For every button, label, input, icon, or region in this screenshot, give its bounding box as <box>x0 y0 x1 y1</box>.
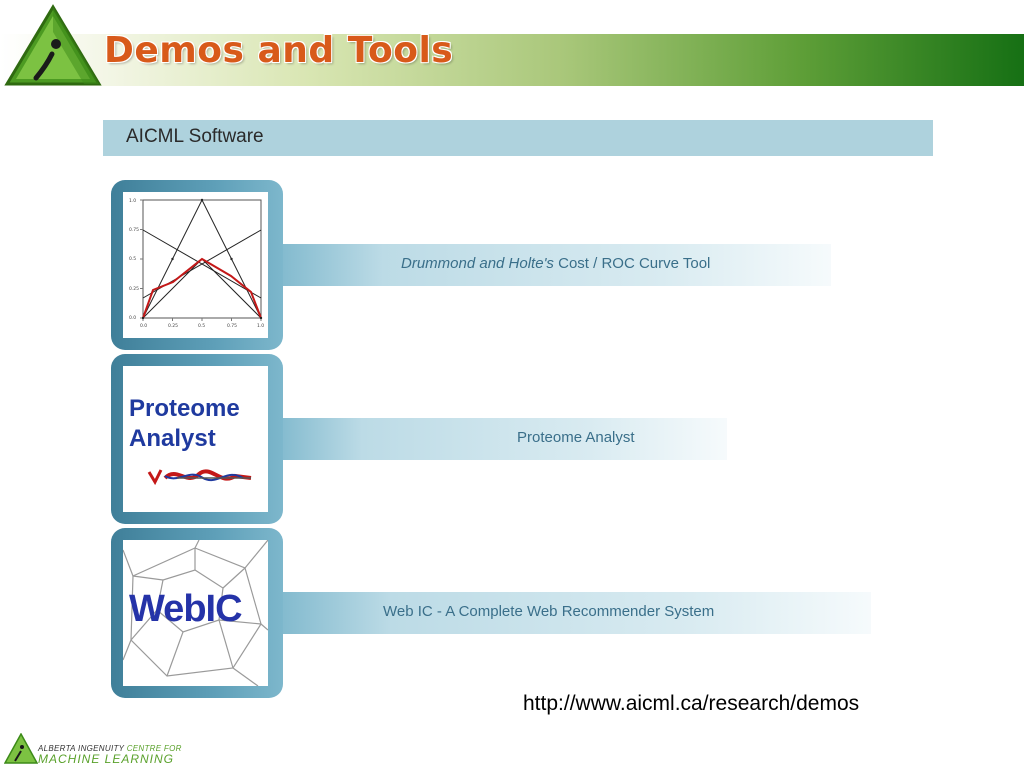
tool-bar[interactable]: Drummond and Holte's Cost / ROC Curve To… <box>271 244 831 286</box>
protein-helix-icon <box>147 469 252 486</box>
aicml-logo-icon <box>4 4 102 86</box>
svg-text:0.5: 0.5 <box>129 256 136 262</box>
footer-org-line1: ALBERTA INGENUITY CENTRE FOR <box>38 744 182 753</box>
aicml-footer-logo-icon <box>4 733 38 764</box>
tool-item-roc[interactable]: Drummond and Holte's Cost / ROC Curve To… <box>111 180 831 350</box>
roc-chart-icon: 0.0 0.25 0.5 0.75 1.0 0.0 0.25 0.5 0.75 … <box>129 198 264 329</box>
tool-thumbnail-frame: Proteome Analyst <box>111 354 283 524</box>
svg-text:1.0: 1.0 <box>129 198 136 204</box>
header-band <box>0 34 1024 86</box>
tool-label-proteome[interactable]: Proteome Analyst <box>517 429 635 446</box>
tool-bar[interactable]: Proteome Analyst <box>271 418 727 460</box>
webic-thumbnail[interactable]: WebIC <box>123 540 268 686</box>
demos-url-link[interactable]: http://www.aicml.ca/research/demos <box>523 692 860 715</box>
svg-text:0.25: 0.25 <box>129 286 139 292</box>
roc-chart-thumbnail[interactable]: 0.0 0.25 0.5 0.75 1.0 0.0 0.25 0.5 0.75 … <box>123 192 268 338</box>
tool-thumbnail-frame: WebIC <box>111 528 283 698</box>
svg-text:0.75: 0.75 <box>129 227 139 233</box>
web-graph-icon <box>123 540 268 686</box>
tool-label-roc[interactable]: Drummond and Holte's Cost / ROC Curve To… <box>401 255 711 272</box>
tool-item-proteome[interactable]: Proteome Analyst Proteome Analyst <box>111 354 811 524</box>
svg-text:0.5: 0.5 <box>198 323 205 329</box>
tool-thumbnail-frame: 0.0 0.25 0.5 0.75 1.0 0.0 0.25 0.5 0.75 … <box>111 180 283 350</box>
section-header: AICML Software <box>103 120 933 156</box>
tool-label-webic[interactable]: Web IC - A Complete Web Recommender Syst… <box>383 603 715 620</box>
svg-text:0.0: 0.0 <box>129 315 136 321</box>
tool-bar[interactable]: Web IC - A Complete Web Recommender Syst… <box>271 592 871 634</box>
proteome-logo-text: Proteome Analyst <box>129 395 240 452</box>
svg-text:1.0: 1.0 <box>257 323 264 329</box>
section-title: AICML Software <box>126 126 264 147</box>
webic-logo-text: WebIC <box>129 588 243 630</box>
footer-org-line2: MACHINE LEARNING <box>38 752 175 766</box>
svg-text:0.75: 0.75 <box>227 323 237 329</box>
page-title: Demos and Tools <box>104 30 454 71</box>
svg-text:0.0: 0.0 <box>140 323 147 329</box>
svg-text:0.25: 0.25 <box>168 323 178 329</box>
proteome-thumbnail[interactable]: Proteome Analyst <box>123 366 268 512</box>
tool-item-webic[interactable]: Web IC - A Complete Web Recommender Syst… <box>111 528 871 698</box>
